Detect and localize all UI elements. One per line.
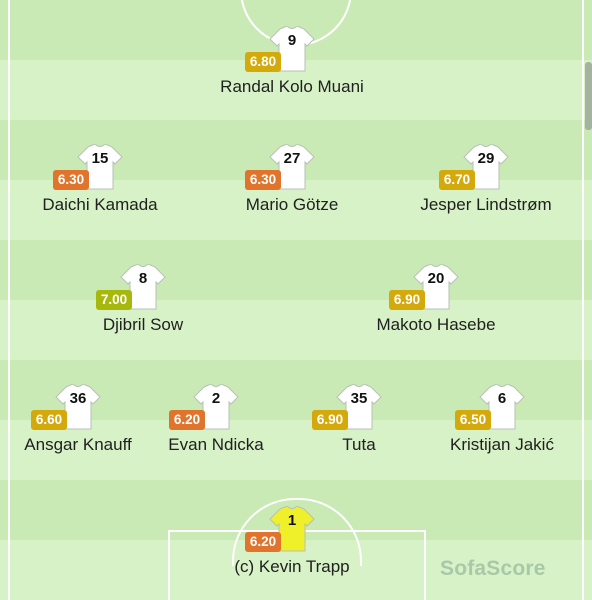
shirt-number: 27 bbox=[283, 150, 301, 167]
shirt-number: 35 bbox=[350, 390, 368, 407]
shirt-number: 20 bbox=[427, 270, 445, 287]
rating-badge: 6.20 bbox=[169, 410, 205, 430]
rating-badge: 7.00 bbox=[96, 290, 132, 310]
rating-badge: 6.20 bbox=[245, 532, 281, 552]
shirt-number: 15 bbox=[91, 150, 109, 167]
rating-badge: 6.60 bbox=[31, 410, 67, 430]
pitch-stripe bbox=[0, 420, 592, 480]
player-name: Djibril Sow bbox=[102, 315, 184, 334]
shirt-icon: 15 bbox=[70, 144, 130, 190]
player-name: (c) Kevin Trapp bbox=[234, 557, 350, 576]
pitch-stripe bbox=[0, 300, 592, 360]
player-name: Daichi Kamada bbox=[42, 195, 158, 214]
sofascore-logo: SofaScore bbox=[440, 557, 546, 580]
player-name: Evan Ndicka bbox=[168, 435, 264, 454]
rating-badge: 6.50 bbox=[455, 410, 491, 430]
shirt-icon: 35 bbox=[329, 384, 389, 430]
shirt-number: 6 bbox=[497, 390, 507, 407]
shirt-number: 1 bbox=[287, 512, 297, 529]
player-name: Makoto Hasebe bbox=[376, 315, 496, 334]
shirt-number: 9 bbox=[287, 32, 297, 49]
player-name: Tuta bbox=[342, 435, 376, 454]
pitch-stripe bbox=[0, 180, 592, 240]
scrollbar[interactable] bbox=[585, 62, 592, 130]
touchline-left bbox=[8, 0, 10, 600]
player-name: Kristijan Jakić bbox=[450, 435, 554, 454]
rating-badge: 6.80 bbox=[245, 52, 281, 72]
shirt-icon: 20 bbox=[406, 264, 466, 310]
rating-badge: 6.30 bbox=[53, 170, 89, 190]
rating-badge: 6.70 bbox=[439, 170, 475, 190]
shirt-number: 2 bbox=[211, 390, 221, 407]
shirt-number: 29 bbox=[477, 150, 495, 167]
shirt-number: 8 bbox=[138, 270, 148, 287]
shirt-icon: 36 bbox=[48, 384, 108, 430]
touchline-right bbox=[582, 0, 584, 600]
rating-badge: 6.30 bbox=[245, 170, 281, 190]
player-name: Mario Götze bbox=[245, 195, 339, 214]
player-name: Randal Kolo Muani bbox=[220, 77, 364, 96]
shirt-number: 36 bbox=[69, 390, 87, 407]
player-name: Jesper Lindstrøm bbox=[420, 195, 552, 214]
player-name: Ansgar Knauff bbox=[24, 435, 132, 454]
rating-badge: 6.90 bbox=[312, 410, 348, 430]
rating-badge: 6.90 bbox=[389, 290, 425, 310]
shirt-icon: 29 bbox=[456, 144, 516, 190]
player-card[interactable]: 1 6.20 (c) Kevin Trapp bbox=[202, 506, 382, 576]
